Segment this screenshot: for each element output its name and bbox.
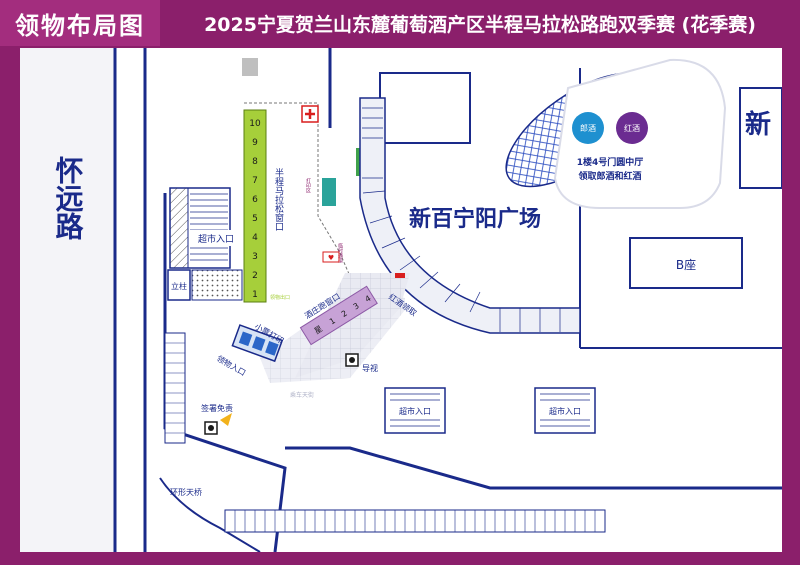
dashed-boundary [244,102,356,289]
supermarket-entrance-middle: 超市入口 [399,406,431,416]
wine-badge-label: 红酒 [624,123,640,133]
fun-run-number: 3 [352,301,361,311]
wine-pickup-marker [395,273,405,278]
fun-run-window [299,285,378,346]
liquor-badge-label: 郎酒 [580,123,596,133]
window-number: 2 [252,271,258,281]
callout-line-2: 领取郎酒和红酒 [578,170,641,182]
teal-kiosk [322,178,336,206]
ring-bridge-label: 环形天桥 [170,487,202,497]
label-bg [190,230,240,246]
map-frame: 怀远路 B座 新 超市入口 立柱 10 9 8 7 6 5 4 3 2 1 半程… [20,48,782,552]
venue-map: 怀远路 B座 新 超市入口 立柱 10 9 8 7 6 5 4 3 2 1 半程… [20,48,782,552]
plaza-label: 新百宁阳广场 [409,206,541,232]
window-number: 5 [252,214,258,224]
ticket-print-group [231,324,284,363]
supermarket-entrance-left: 超市入口 [198,233,234,245]
guide-sign-dot [208,425,214,431]
wine-badge [616,112,648,144]
building-b-label: B座 [676,257,696,272]
building-outline-bottom [285,446,782,490]
bottom-band [0,552,800,565]
fun-run-number: 4 [364,294,373,304]
fun-run-number: 2 [340,309,349,319]
fun-run-number: 1 [328,316,337,326]
window-number: 10 [249,119,261,129]
signature-label: 签署免责 [201,403,233,413]
half-marathon-window-column [243,109,267,303]
wine-icon: ♥ [328,254,334,262]
wine-marker [322,251,340,263]
dotted-area [191,269,243,301]
curved-escalator [359,97,581,334]
callout-line-1: 1楼4号门圆中厅 [577,156,644,168]
printer-1 [238,331,253,347]
small-label-sky-street: 乘车天街 [290,391,314,399]
window-number: 8 [252,157,258,167]
supermarket-escalator-right [534,387,596,434]
hand-pointer-icon [220,413,232,426]
fun-run-extra: 星 [313,324,325,336]
pillar-label: 立柱 [171,281,187,291]
street-label: 怀远路 [52,156,85,240]
ring-bridge [159,477,261,552]
window-number: 7 [252,176,258,186]
event-title: 2025宁夏贺兰山东麓葡萄酒产区半程马拉松路跑双季赛 (花季赛) [204,13,756,36]
window-number: 3 [252,252,258,262]
gray-marker [242,58,258,76]
window-number: 4 [252,233,258,243]
pillar [167,269,191,301]
header: 领物布局图 2025宁夏贺兰山东麓葡萄酒产区半程马拉松路跑双季赛 (花季赛) [0,0,800,46]
small-label-print-area: 打印区 [305,177,311,193]
guide-sign-dot [349,357,355,363]
half-marathon-window-label: 半程马拉松窗口 [273,167,284,231]
partial-building-label: 新 [745,109,771,140]
supermarket-escalator-middle [384,387,446,434]
street-area [20,48,115,552]
window-number: 9 [252,138,258,148]
liquor-badge [572,112,604,144]
queue-grid-floor-lower [260,288,405,383]
building-b [629,237,743,289]
first-aid-cross [305,109,315,119]
partial-building [739,87,782,189]
exit-label: 领物出口 [270,294,290,301]
printer-2 [251,336,266,351]
map-title: 领物布局图 [0,0,160,46]
printer-3 [265,341,279,356]
pickup-entrance-label: 领物入口 [215,353,248,378]
supermarket-entrance-right: 超市入口 [549,406,581,416]
small-label-temp-passage: 临时通道 [337,242,343,264]
upper-block [379,72,471,144]
left-stairs [164,332,186,444]
window-number: 1 [252,290,258,300]
hatched-area [169,187,189,269]
window-number: 6 [252,195,258,205]
guide-label: 导视 [362,363,378,373]
